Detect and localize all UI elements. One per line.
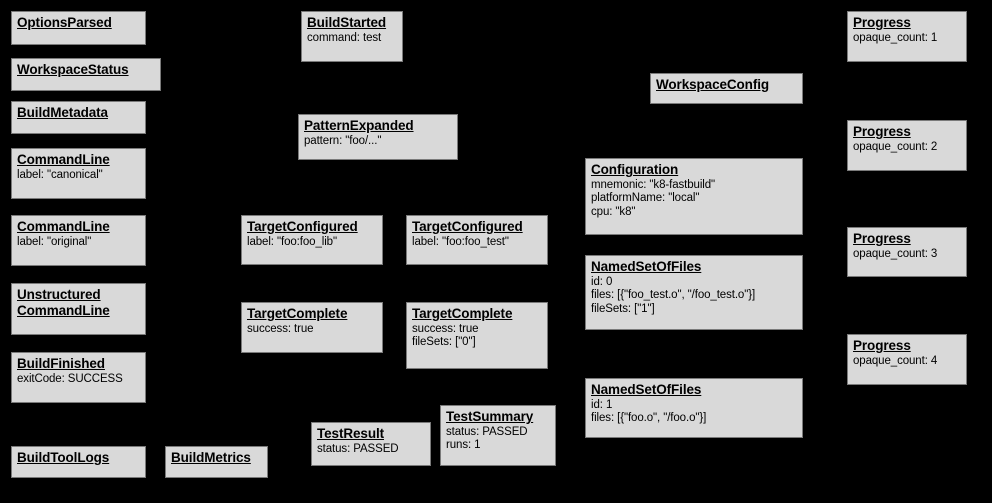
event-node-title: BuildStarted — [307, 15, 387, 30]
event-node-title: Progress — [853, 338, 911, 353]
event-node-field: status: PASSED — [317, 442, 399, 455]
event-node-title: TestResult — [317, 426, 385, 441]
event-node-build-tool-logs[interactable]: BuildToolLogs — [11, 446, 146, 478]
event-node-field: cpu: "k8" — [591, 205, 636, 218]
event-node-field: label: "canonical" — [17, 168, 103, 181]
event-node-title: TestSummary — [446, 409, 534, 424]
event-node-build-metrics[interactable]: BuildMetrics — [165, 446, 268, 478]
event-node-field: pattern: "foo/..." — [304, 134, 382, 147]
event-node-title: OptionsParsed — [17, 15, 112, 30]
event-node-field: platformName: "local" — [591, 192, 700, 205]
event-node-title: WorkspaceConfig — [656, 77, 770, 92]
event-node-field: opaque_count: 4 — [853, 354, 938, 367]
event-node-field: fileSets: ["0"] — [412, 336, 476, 349]
event-node-title: Progress — [853, 231, 911, 246]
event-node-field: id: 0 — [591, 275, 613, 288]
event-node-field: id: 1 — [591, 398, 613, 411]
event-node-title: PatternExpanded — [304, 118, 414, 133]
event-node-title: NamedSetOfFiles — [591, 259, 702, 274]
event-node-options-parsed[interactable]: OptionsParsed — [11, 11, 146, 45]
event-node-unstructured-command-line[interactable]: Unstructured CommandLine — [11, 283, 146, 335]
event-node-field: success: true — [412, 322, 479, 335]
event-node-field: fileSets: ["1"] — [591, 302, 655, 315]
event-node-title: Progress — [853, 124, 911, 139]
event-node-title: TargetComplete — [412, 306, 513, 321]
event-node-title: BuildFinished — [17, 356, 105, 371]
event-node-title: CommandLine — [17, 219, 110, 234]
event-node-title: NamedSetOfFiles — [591, 382, 702, 397]
event-node-title: TargetComplete — [247, 306, 348, 321]
event-node-field: runs: 1 — [446, 439, 481, 452]
event-node-field: files: [{"foo_test.o", "/foo_test.o"}] — [591, 289, 756, 302]
event-node-title: BuildMetadata — [17, 105, 108, 120]
event-node-field: opaque_count: 2 — [853, 140, 938, 153]
event-node-field: files: [{"foo.o", "/foo.o"}] — [591, 412, 707, 425]
event-node-title: BuildToolLogs — [17, 450, 110, 465]
event-node-title: BuildMetrics — [171, 450, 251, 465]
event-node-title: Progress — [853, 15, 911, 30]
event-node-field: opaque_count: 3 — [853, 247, 938, 260]
event-node-workspace-status[interactable]: WorkspaceStatus — [11, 58, 161, 91]
event-node-field: status: PASSED — [446, 425, 528, 438]
event-node-field: success: true — [247, 322, 314, 335]
event-node-title: TargetConfigured — [247, 219, 358, 234]
event-node-field: label: "foo:foo_test" — [412, 235, 509, 248]
event-node-title: TargetConfigured — [412, 219, 523, 234]
event-node-title: WorkspaceStatus — [17, 62, 129, 77]
event-node-field: command: test — [307, 31, 382, 44]
event-node-field: opaque_count: 1 — [853, 31, 938, 44]
event-node-title: CommandLine — [17, 152, 110, 167]
event-node-field: exitCode: SUCCESS — [17, 372, 123, 385]
event-node-title: Unstructured CommandLine — [17, 287, 110, 318]
event-node-field: mnemonic: "k8-fastbuild" — [591, 178, 716, 191]
event-node-workspace-config[interactable]: WorkspaceConfig — [650, 73, 803, 104]
event-node-title: Configuration — [591, 162, 679, 177]
event-node-field: label: "original" — [17, 235, 92, 248]
event-node-field: label: "foo:foo_lib" — [247, 235, 337, 248]
event-node-build-metadata[interactable]: BuildMetadata — [11, 101, 146, 134]
